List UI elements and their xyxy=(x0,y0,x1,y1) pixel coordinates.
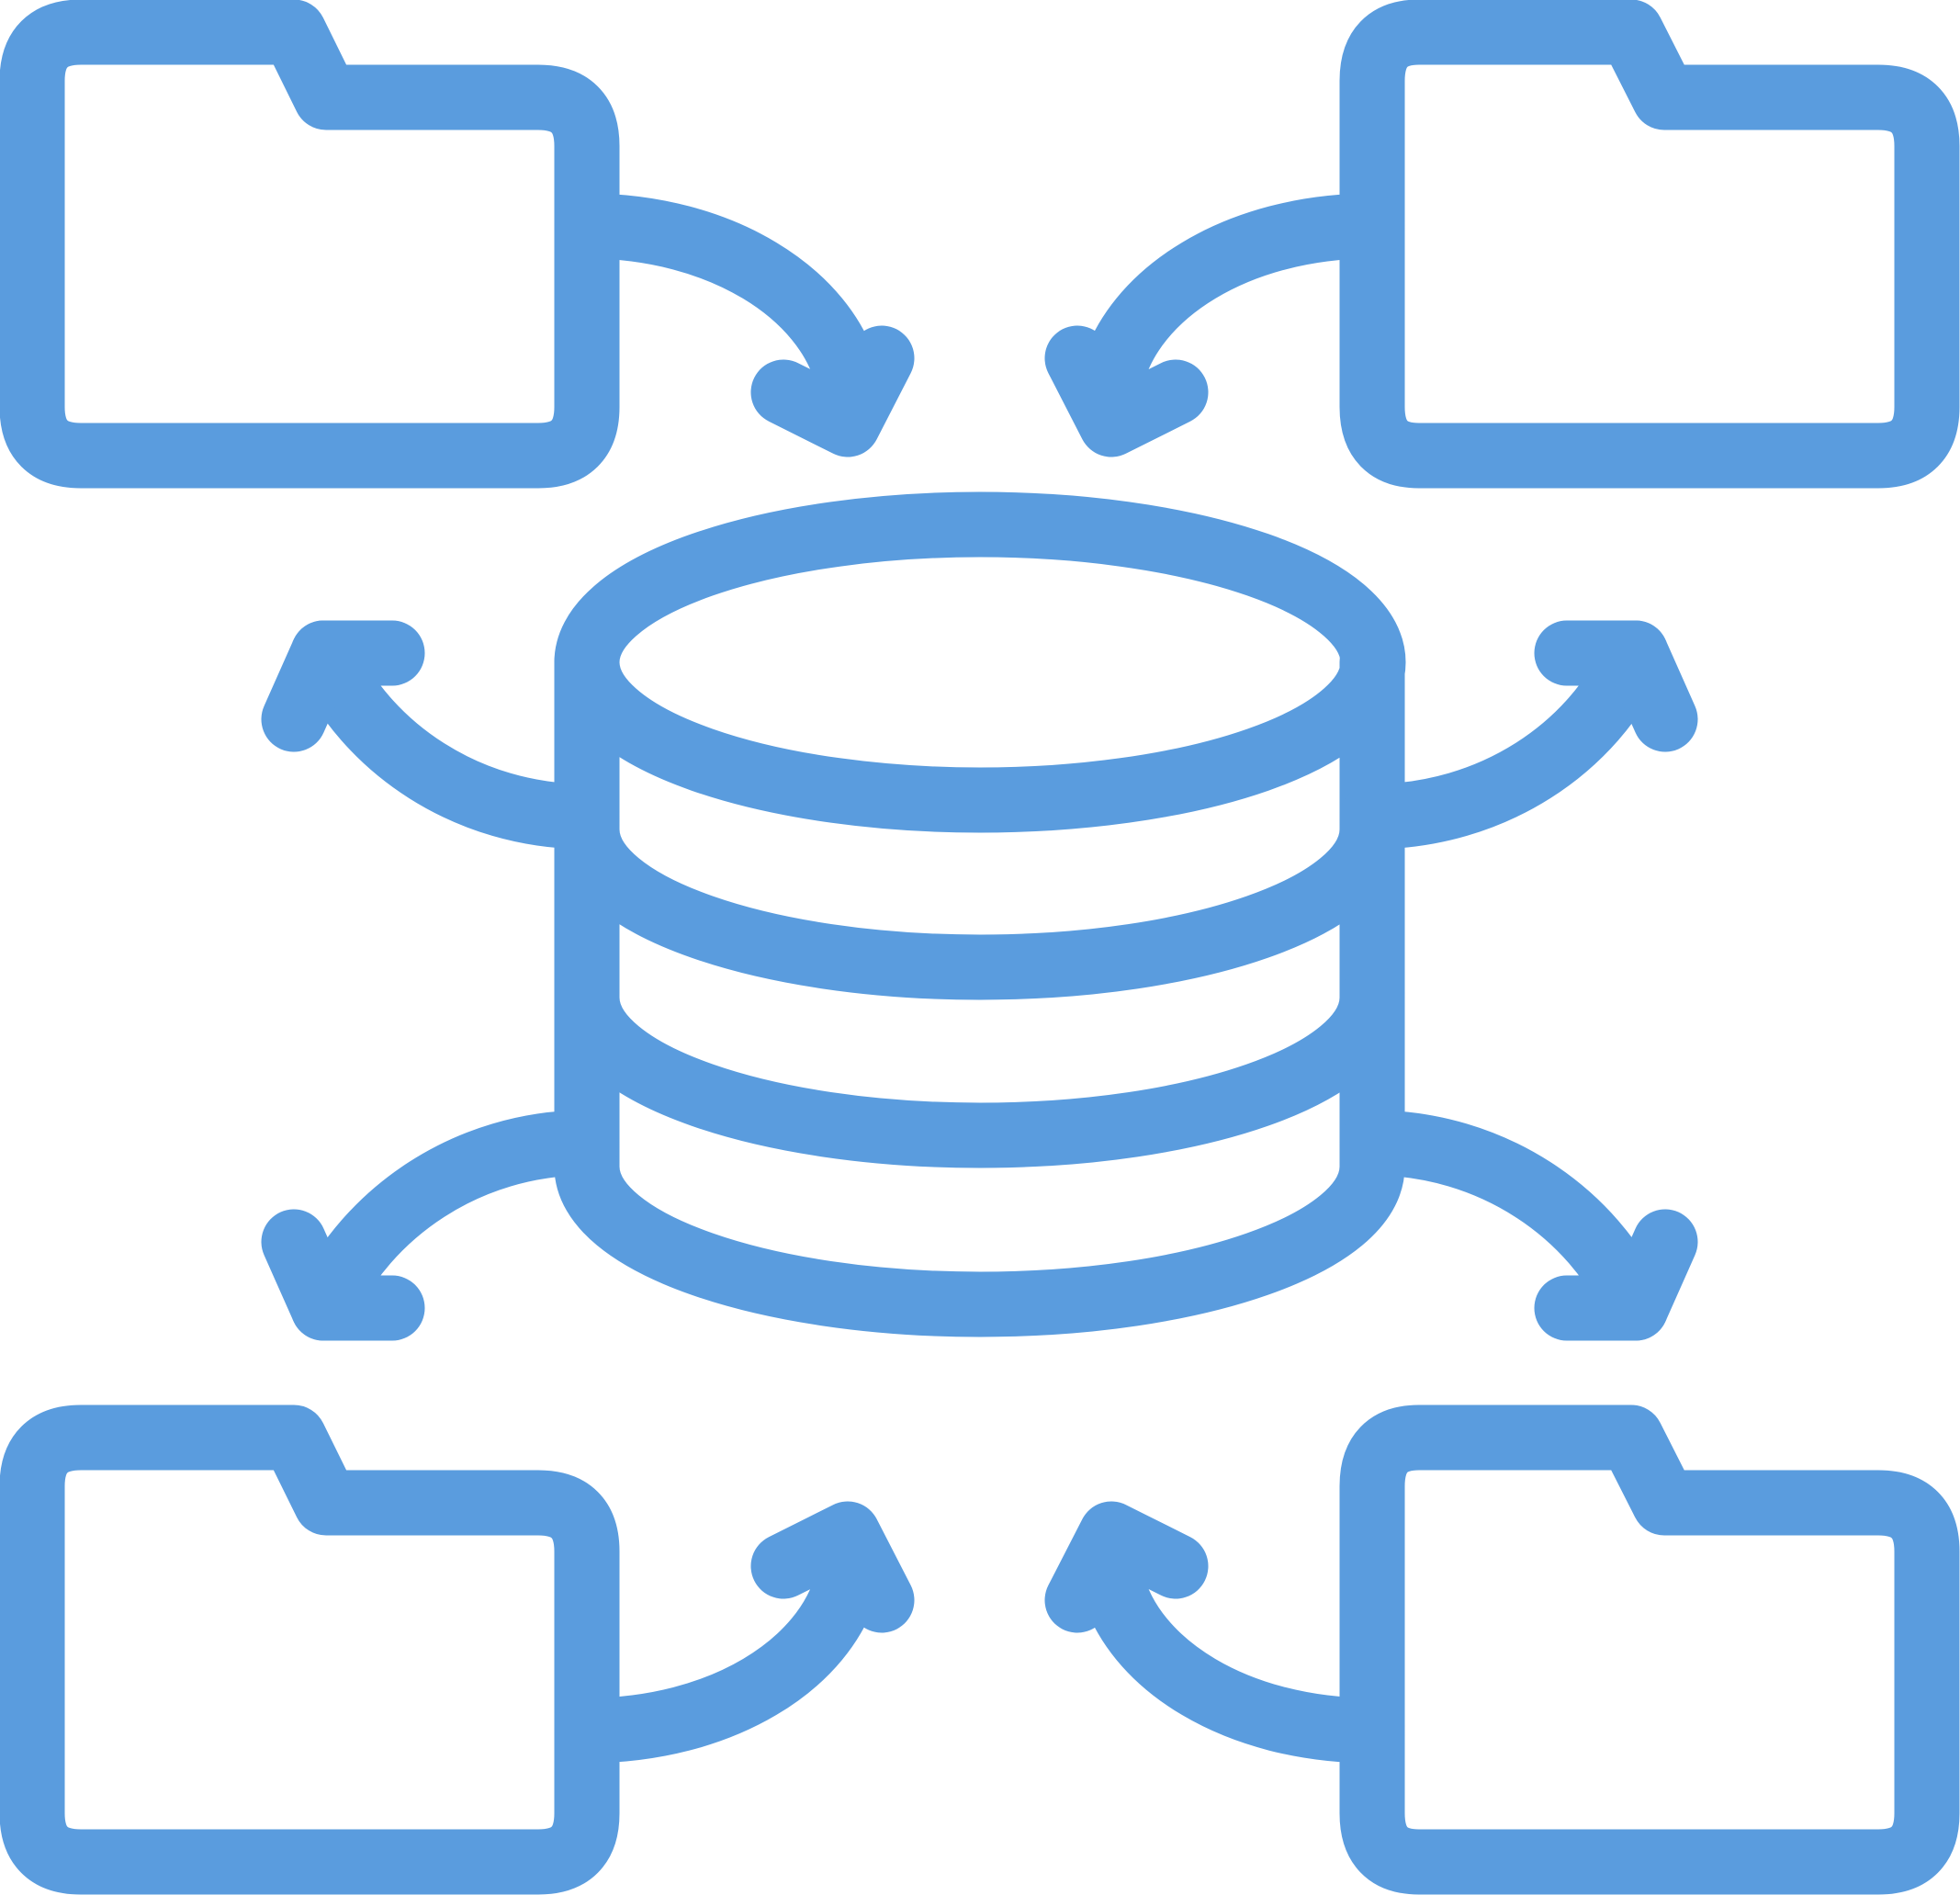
database-top-icon xyxy=(554,491,1406,833)
arrow-bottom-left-icon xyxy=(554,1501,915,1764)
arrow-mid-left-upper-icon xyxy=(261,620,620,850)
arrow-mid-right-upper-icon xyxy=(1339,620,1698,850)
folder-bottom-left-icon xyxy=(0,1404,620,1895)
database-layer-2-icon xyxy=(554,796,1405,1168)
arrow-bottom-right-icon xyxy=(1044,1501,1405,1764)
arrow-mid-left-lower-icon xyxy=(261,1110,620,1341)
arrow-top-left-icon xyxy=(554,193,915,457)
arrow-mid-right-lower-icon xyxy=(1339,1110,1698,1341)
database-layer-1-icon xyxy=(554,629,1405,1000)
folder-bottom-right-icon xyxy=(1339,1404,1960,1895)
folder-top-right-icon xyxy=(1339,0,1960,489)
folder-top-left-icon xyxy=(0,0,620,489)
database-layer-3-icon xyxy=(554,964,1405,1337)
database-icon xyxy=(554,491,1406,1337)
arrow-top-right-icon xyxy=(1044,193,1405,457)
